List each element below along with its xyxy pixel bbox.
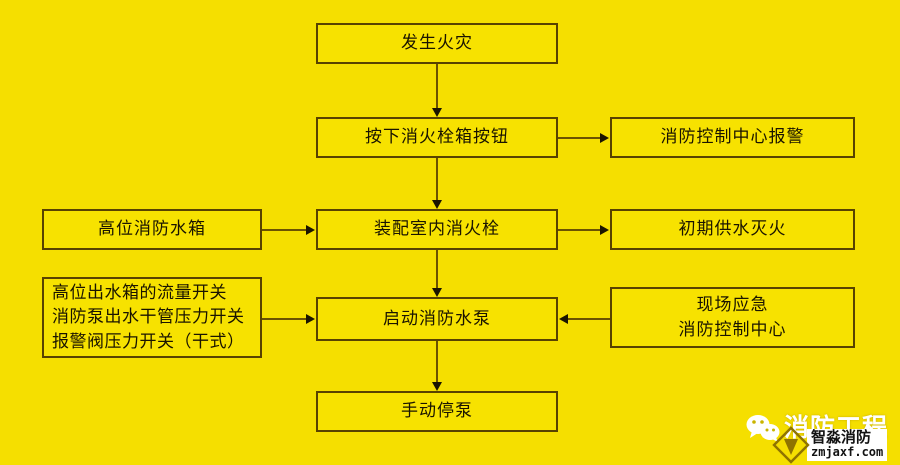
- arrowhead-down-start-pump: [432, 288, 442, 297]
- node-initial-water-supply-firefighting-label: 初期供水灭火: [678, 219, 787, 240]
- node-manual-pump-stop: 手动停泵: [316, 391, 558, 432]
- edge-tank-to-hydrant: [262, 229, 308, 231]
- node-press-hydrant-box-button-label: 按下消火栓箱按钮: [365, 127, 509, 148]
- node-fire-occurs-label: 发生火灾: [401, 33, 473, 54]
- node-fire-control-center-alarm: 消防控制中心报警: [610, 117, 855, 158]
- watermark-brand-label: 智淼消防 zmjaxf.com: [807, 428, 888, 461]
- watermark: 消防工程 智淼消防 zmjaxf.com: [744, 402, 900, 465]
- node-assemble-indoor-hydrant: 装配室内消火栓: [316, 209, 558, 250]
- node-fire-occurs: 发生火灾: [316, 23, 558, 64]
- edge-hydrant-to-initial-supply: [558, 229, 602, 231]
- edge-start-pump-to-manual-stop: [436, 341, 438, 385]
- node-switch-conditions-label: 高位出水箱的流量开关 消防泵出水干管压力开关 报警阀压力开关（干式）: [52, 282, 245, 352]
- node-manual-pump-stop-label: 手动停泵: [401, 401, 473, 422]
- edge-switches-to-start-pump: [262, 318, 308, 320]
- node-high-level-fire-water-tank: 高位消防水箱: [42, 209, 262, 250]
- watermark-url: zmjaxf.com: [811, 445, 884, 460]
- arrowhead-down-manual-stop: [432, 382, 442, 391]
- arrowhead-left-start-pump: [559, 314, 568, 324]
- arrowhead-down-hydrant: [432, 200, 442, 209]
- edge-press-button-to-hydrant: [436, 158, 438, 202]
- node-onsite-emergency-control-center-label: 现场应急 消防控制中心: [678, 294, 787, 340]
- edge-emergency-to-start-pump: [568, 318, 612, 320]
- diamond-logo-icon: [772, 426, 810, 464]
- watermark-brand-name: 智淼消防: [811, 428, 872, 447]
- node-start-fire-pump-label: 启动消防水泵: [383, 308, 491, 329]
- arrowhead-down-press-button: [432, 108, 442, 117]
- wechat-icon: [746, 415, 780, 442]
- node-onsite-emergency-control-center: 现场应急 消防控制中心: [610, 287, 855, 348]
- node-high-level-fire-water-tank-label: 高位消防水箱: [98, 219, 206, 240]
- node-fire-control-center-alarm-label: 消防控制中心报警: [660, 127, 805, 148]
- node-start-fire-pump: 启动消防水泵: [316, 297, 558, 341]
- edge-fire-to-press-button: [436, 64, 438, 110]
- edge-hydrant-to-start-pump: [436, 250, 438, 290]
- arrowhead-right-initial-supply: [600, 225, 609, 235]
- watermark-logo-group: 智淼消防 zmjaxf.com: [772, 426, 888, 464]
- arrowhead-right-alarm: [600, 133, 609, 143]
- arrowhead-right-start-pump: [306, 314, 315, 324]
- arrowhead-right-hydrant: [306, 225, 315, 235]
- node-assemble-indoor-hydrant-label: 装配室内消火栓: [374, 219, 500, 240]
- node-press-hydrant-box-button: 按下消火栓箱按钮: [316, 117, 558, 158]
- edge-press-button-to-alarm: [558, 137, 602, 139]
- node-switch-conditions: 高位出水箱的流量开关 消防泵出水干管压力开关 报警阀压力开关（干式）: [42, 277, 262, 358]
- node-initial-water-supply-firefighting: 初期供水灭火: [610, 209, 855, 250]
